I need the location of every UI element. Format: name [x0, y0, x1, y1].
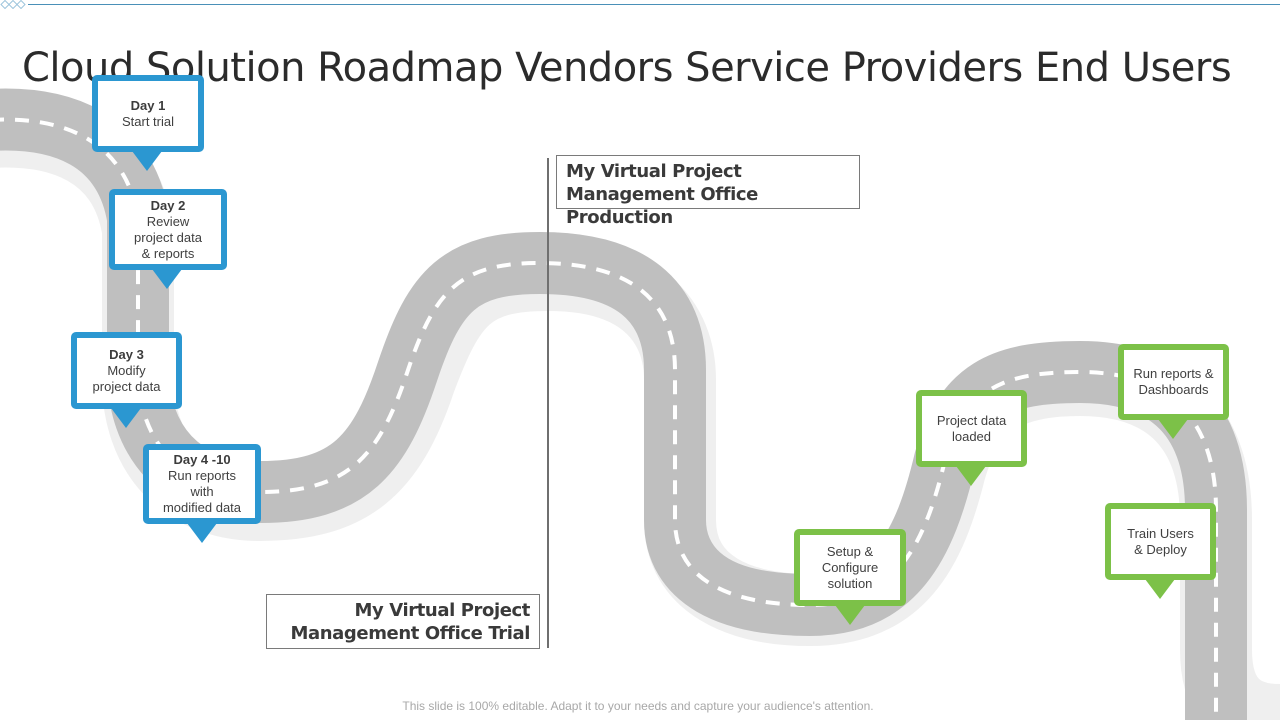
phase-label-line: Management Office Production [566, 184, 758, 228]
milestone-text: Run reports [168, 468, 236, 483]
phase-label-line: My Virtual Project [354, 600, 531, 621]
milestone-pointer [187, 523, 217, 543]
milestone-pointer [152, 269, 182, 289]
lane-marking [0, 117, 1218, 720]
phase-label-production: My Virtual Project Management Office Pro… [556, 155, 860, 228]
phase-label-trial: My Virtual Project Management Office Tri… [266, 594, 540, 649]
milestone-text: Modify [107, 362, 146, 378]
milestone-pointer [835, 605, 865, 625]
phase-divider [547, 158, 549, 648]
decorative-diamonds-icon [0, 0, 26, 9]
milestone-text: project data [92, 378, 161, 394]
milestone-day: Day 4 -10 [173, 452, 231, 467]
milestone-project-data-loaded: Project data loaded [916, 390, 1027, 467]
page-title: Cloud Solution Roadmap Vendors Service P… [22, 44, 1232, 91]
milestone-text: solution [827, 575, 873, 591]
milestone-text: Start trial [121, 113, 174, 129]
milestone-day: Day 1 [130, 97, 166, 113]
milestone-text: project data [134, 229, 202, 245]
phase-label-line: My Virtual Project [566, 161, 742, 182]
milestone-text: modified data [162, 500, 242, 515]
milestone-day-3: Day 3 Modify project data [71, 332, 182, 409]
milestone-text: Configure [821, 559, 879, 575]
milestone-pointer [1158, 419, 1188, 439]
milestone-train-users-deploy: Train Users & Deploy [1105, 503, 1216, 580]
milestone-text: Train Users [1127, 525, 1194, 541]
header-rule [28, 4, 1280, 5]
milestone-day-2: Day 2 Review project data & reports [109, 189, 227, 270]
milestone-pointer [956, 466, 986, 486]
milestone-day: Day 2 [150, 197, 186, 213]
milestone-text: Run reports & [1133, 366, 1214, 381]
milestone-text: Dashboards [1138, 382, 1209, 397]
milestone-text: loaded [951, 428, 992, 444]
milestone-text: & reports [141, 245, 195, 261]
milestone-setup-configure: Setup & Configure solution [794, 529, 906, 606]
milestone-day-4-10: Day 4 -10 Run reports with modified data [143, 444, 261, 524]
milestone-day: Day 3 [109, 346, 144, 362]
phase-label-line: Management Office Trial [290, 623, 530, 644]
footer-note: This slide is 100% editable. Adapt it to… [402, 699, 874, 713]
milestone-day-1: Day 1 Start trial [92, 75, 204, 152]
milestone-text: with [190, 484, 214, 499]
milestone-pointer [111, 408, 141, 428]
milestone-text: Review [146, 213, 190, 229]
milestone-text: Setup & [826, 543, 874, 559]
milestone-pointer [132, 151, 162, 171]
milestone-pointer [1145, 579, 1175, 599]
milestone-text: Project data [936, 412, 1007, 428]
milestone-run-reports-dashboards: Run reports & Dashboards [1118, 344, 1229, 420]
milestone-text: & Deploy [1134, 541, 1187, 557]
